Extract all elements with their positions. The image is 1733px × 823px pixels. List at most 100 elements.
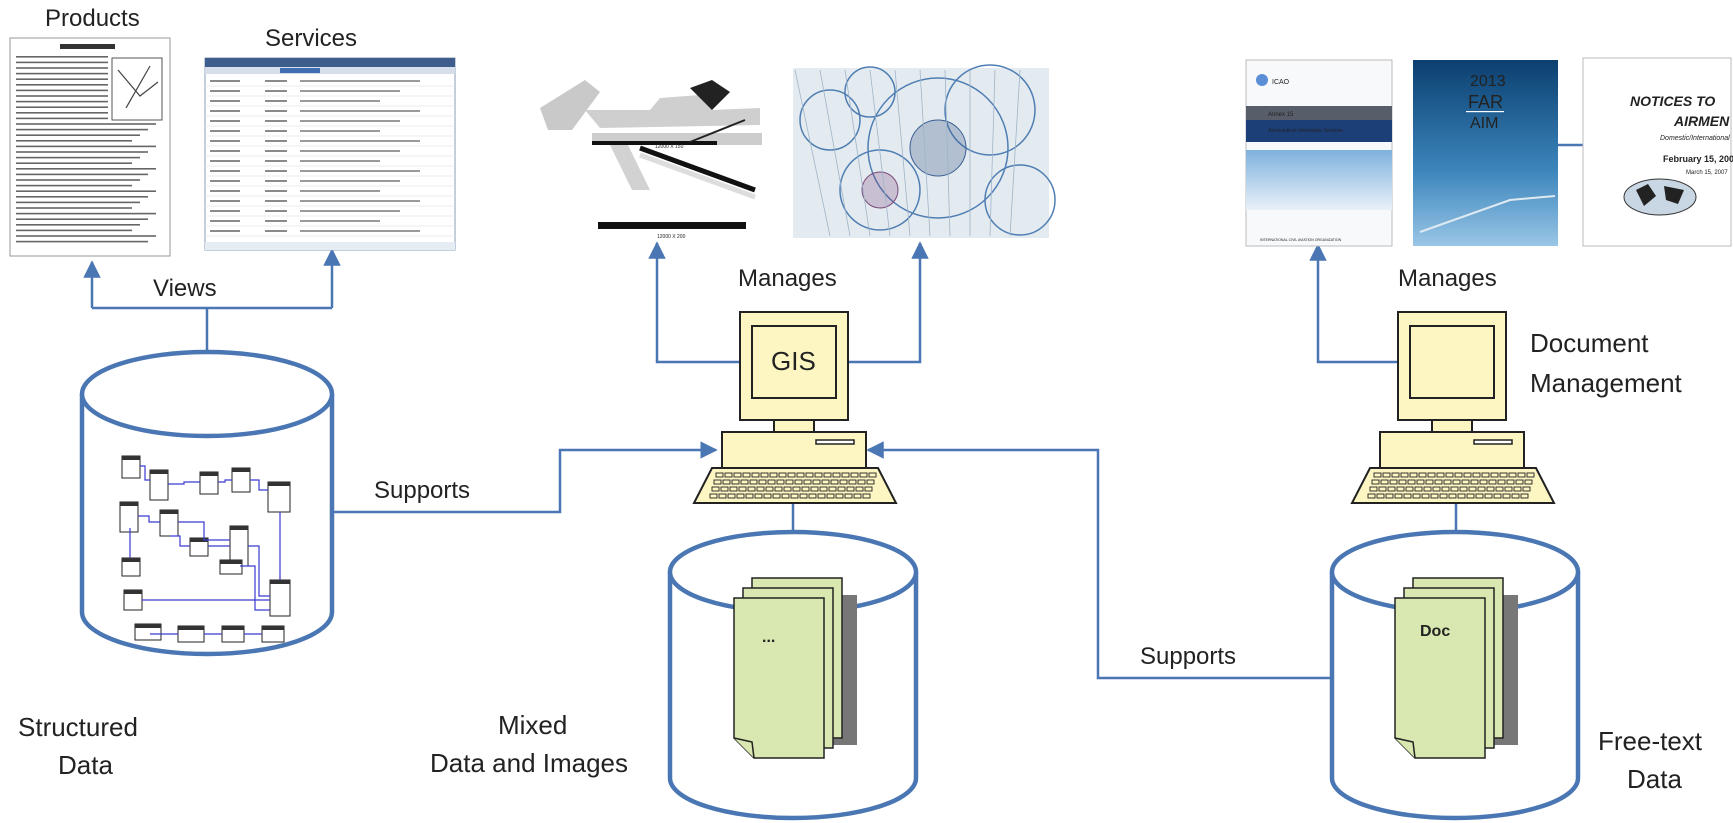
keyboard-key	[1475, 493, 1484, 499]
chart-airspace-ring	[867, 77, 1009, 219]
keyboard-key	[749, 479, 758, 485]
products-thumbnail	[9, 37, 171, 257]
keyboard-key	[740, 479, 749, 485]
notam-date-2: March 15, 2007	[1686, 170, 1728, 176]
services-row-cell	[210, 80, 240, 82]
keyboard-key	[801, 486, 810, 492]
mixed-page-stack: ...	[733, 577, 857, 759]
products-text-line	[16, 240, 148, 243]
services-row-cell	[265, 80, 287, 82]
er-table-header	[178, 626, 204, 630]
products-text-line	[16, 224, 140, 226]
services-thumbnail	[204, 57, 456, 251]
keyboard-key	[1389, 479, 1398, 485]
products-text-line	[16, 179, 140, 181]
freetext-data-cylinder: Doc	[1329, 529, 1581, 821]
er-table	[119, 501, 139, 533]
notam-date-1: February 15, 2007	[1663, 154, 1733, 164]
airport-diagram-thumbnail: 12000 X 150 12000 X 200	[527, 62, 763, 240]
keyboard-key	[1403, 493, 1412, 499]
keyboard-key	[1418, 472, 1427, 478]
chart-restricted-zone	[861, 171, 899, 209]
services-row-cell	[265, 130, 287, 132]
icao-band-text: Aeronautical Information Services	[1268, 128, 1343, 134]
services-row-cell	[300, 230, 420, 232]
chart-airspace-ring	[984, 164, 1056, 236]
keyboard-key	[727, 493, 736, 499]
products-text-line	[16, 134, 140, 136]
notam-cover: NOTICES TO AIRMEN Domestic/International…	[1582, 57, 1733, 247]
manages-gis-label: Manages	[738, 265, 837, 292]
keyboard-key	[1486, 486, 1495, 492]
services-row-cell	[210, 210, 240, 212]
keyboard-key	[1452, 479, 1461, 485]
keyboard-key	[736, 493, 745, 499]
products-text-line	[16, 84, 108, 86]
products-text-line	[16, 128, 148, 131]
keyboard-key	[1396, 486, 1405, 492]
keyboard-key	[853, 493, 862, 499]
keyboard-key	[1524, 479, 1533, 485]
keyboard-key	[767, 479, 776, 485]
services-row-cell	[210, 180, 240, 182]
structured-data-cylinder	[79, 349, 335, 657]
keyboard-key	[722, 479, 731, 485]
keyboard-key	[720, 486, 729, 492]
products-text-line	[16, 61, 108, 64]
keyboard-key	[810, 486, 819, 492]
er-relationship-link	[218, 479, 232, 483]
products-text-line	[16, 229, 132, 232]
er-table-header	[150, 470, 168, 474]
keyboard-key	[1470, 479, 1479, 485]
keyboard-key	[1488, 479, 1497, 485]
doc-mgmt-label-2: Management	[1530, 368, 1683, 398]
keyboard-key	[731, 479, 740, 485]
services-row-cell	[265, 150, 287, 152]
keyboard-key	[1380, 479, 1389, 485]
keyboard-key	[796, 472, 805, 478]
services-row-cell	[265, 220, 287, 222]
keyboard-key	[1526, 472, 1535, 478]
runway-label-1: 12000 X 150	[655, 144, 684, 150]
keyboard-key	[817, 493, 826, 499]
supports-right-label: Supports	[1140, 643, 1236, 670]
products-text-line	[16, 89, 108, 92]
keyboard-key	[760, 472, 769, 478]
keyboard-key	[745, 493, 754, 499]
er-relationship-link	[168, 481, 200, 485]
keyboard-key	[1409, 472, 1418, 478]
doc-page-text: Doc	[1420, 623, 1450, 640]
er-relationship-link	[240, 565, 270, 611]
keyboard-key	[1434, 479, 1443, 485]
keyboard-key	[844, 493, 853, 499]
keyboard-key	[1479, 479, 1488, 485]
keyboard-key	[857, 479, 866, 485]
services-row-cell	[300, 140, 420, 142]
keyboard-key	[862, 493, 871, 499]
keyboard-key	[821, 479, 830, 485]
notam-subtitle: Domestic/International	[1660, 135, 1730, 142]
supports-left-label: Supports	[374, 477, 470, 504]
keyboard-key	[812, 479, 821, 485]
gis-screen-label: GIS	[771, 346, 816, 376]
services-row-cell	[300, 180, 400, 182]
products-text-line	[16, 78, 108, 80]
structured-label-2: Data	[58, 750, 113, 780]
keyboard-key	[715, 472, 724, 478]
chart-airspace-ring	[944, 64, 1036, 156]
keyboard-key	[1502, 493, 1511, 499]
services-row-cell	[300, 90, 400, 92]
er-table-header	[268, 482, 290, 486]
er-table-header	[262, 626, 284, 630]
services-row-cell	[210, 110, 240, 112]
keyboard-key	[1454, 472, 1463, 478]
services-row-cell	[210, 100, 240, 102]
keyboard-key	[718, 493, 727, 499]
chart-route-line	[819, 69, 851, 237]
keyboard-key	[756, 486, 765, 492]
keyboard-key	[1436, 472, 1445, 478]
services-row-cell	[210, 200, 240, 202]
aim-label: AIM	[1470, 115, 1498, 132]
er-table-header	[122, 558, 140, 562]
